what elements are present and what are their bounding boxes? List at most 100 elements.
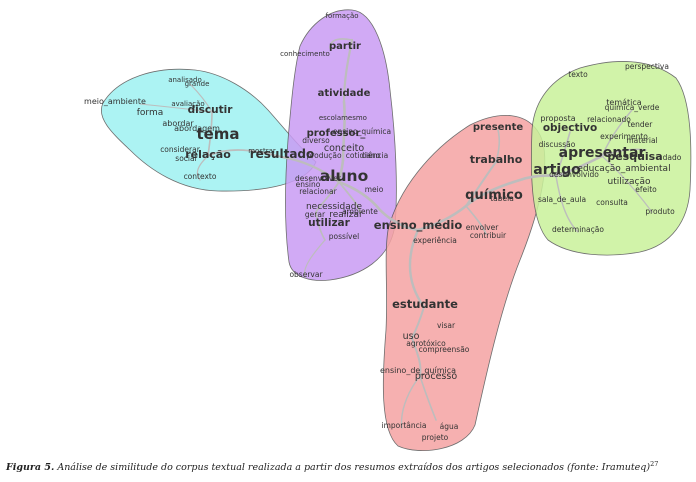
graph-edge [419, 375, 437, 421]
graph-edge [416, 204, 468, 232]
word-label: aluno [320, 167, 369, 185]
word-label: utilização [608, 177, 651, 187]
word-label: importância [382, 421, 427, 430]
word-label: químico [465, 188, 523, 203]
word-label: artigo [533, 162, 581, 178]
graph-edge [315, 181, 340, 213]
word-label: conceito [324, 143, 364, 154]
word-label: determinação [552, 225, 604, 234]
word-label: ciência [362, 151, 388, 160]
word-label: mesmo [341, 114, 367, 122]
word-label: formação [325, 12, 358, 20]
caption-text: Análise de similitude do corpus textual … [57, 462, 651, 474]
word-label: diverso [302, 136, 330, 145]
cluster-halos [101, 9, 692, 451]
word-label: cotidiano [346, 151, 381, 160]
graph-edge [280, 155, 341, 184]
word-label: experiência [413, 236, 457, 245]
graph-edge [601, 148, 647, 157]
word-label: possível [329, 232, 359, 241]
word-label: perspectiva [625, 62, 669, 71]
word-label: desenvolver [295, 174, 342, 183]
word-label: meio_ambiente [84, 97, 146, 106]
word-label: analisado [168, 76, 202, 84]
word-label: avaliação [171, 100, 204, 108]
word-label: produção [306, 151, 342, 160]
word-label: ensino_de_química [380, 366, 456, 375]
word-label: resultado [250, 147, 315, 161]
word-label: trabalho [470, 153, 523, 166]
figure-caption: Figura 5. Análise de similitude do corpu… [6, 460, 692, 473]
graph-edge [207, 149, 283, 158]
graph-edge [303, 239, 326, 278]
word-label: considerar [160, 145, 201, 154]
cluster-aluno [285, 9, 397, 281]
graph-edge [315, 211, 326, 241]
word-label: ensino_química [333, 127, 391, 136]
word-label: ensino_médio [374, 218, 463, 233]
word-label: forma [137, 108, 164, 118]
word-label: material [626, 136, 657, 145]
word-label: agrotóxico [406, 339, 446, 348]
word-label: grande [185, 80, 210, 88]
graph-edge [329, 38, 353, 49]
word-label: ensino [296, 180, 321, 189]
word-label: tender [628, 120, 654, 129]
word-label: texto [568, 70, 588, 79]
word-label: química_verde [605, 103, 660, 112]
word-label: abordar [162, 119, 194, 128]
word-label: estudante [392, 297, 458, 311]
word-label: água [440, 422, 459, 431]
word-label: tema [196, 125, 239, 143]
graph-edge [465, 205, 487, 235]
word-label: contribuir [470, 231, 507, 240]
graph-edge [555, 175, 579, 233]
graph-edges [139, 38, 653, 429]
word-label: ambiente [342, 207, 378, 216]
word-label: discussão [539, 140, 576, 149]
word-label: efeito [635, 185, 657, 194]
word-label: necessidade [306, 202, 363, 212]
word-label: relação [185, 148, 231, 161]
word-label: apresentar [559, 145, 646, 161]
graph-edge [337, 158, 345, 184]
graph-edge [408, 228, 426, 309]
word-label: mostrar [248, 147, 276, 155]
graph-edge [411, 337, 422, 377]
graph-edge [196, 155, 209, 181]
word-label: contexto [184, 172, 217, 181]
word-label: professor_ [307, 128, 366, 139]
graph-edge [342, 38, 354, 104]
graph-edge [601, 155, 653, 213]
word-label: produto [645, 207, 675, 216]
word-label: envolver [466, 223, 500, 232]
caption-reference: 27 [650, 460, 659, 468]
word-label: temática [606, 98, 642, 107]
word-label: gerar [305, 210, 326, 219]
word-label: presente [473, 122, 524, 133]
word-label: projeto [422, 433, 449, 442]
graph-edge [337, 180, 420, 232]
word-label: dado [663, 153, 682, 162]
word-label: realizar [329, 210, 363, 220]
cluster-ensino_medio [382, 115, 546, 451]
word-label: processo [415, 371, 458, 382]
word-label: desenvolvido [549, 170, 599, 179]
word-label: pesquisa [607, 150, 662, 163]
word-label: meio [365, 185, 384, 194]
graph-edge [189, 83, 213, 113]
word-label: relacionar [299, 187, 337, 196]
cluster-artigo [530, 61, 692, 256]
graph-edge [411, 306, 425, 339]
word-label: experimento [600, 132, 648, 141]
word-label: conhecimento [280, 50, 330, 58]
word-label: educação_ambiental [577, 164, 670, 174]
graph-edge [554, 154, 604, 178]
word-label: utilizar [308, 217, 350, 229]
caption-label: Figura 5. [6, 462, 55, 474]
word-label: uso [403, 331, 420, 342]
graph-edge [139, 103, 213, 113]
word-label: tabela [490, 194, 514, 203]
